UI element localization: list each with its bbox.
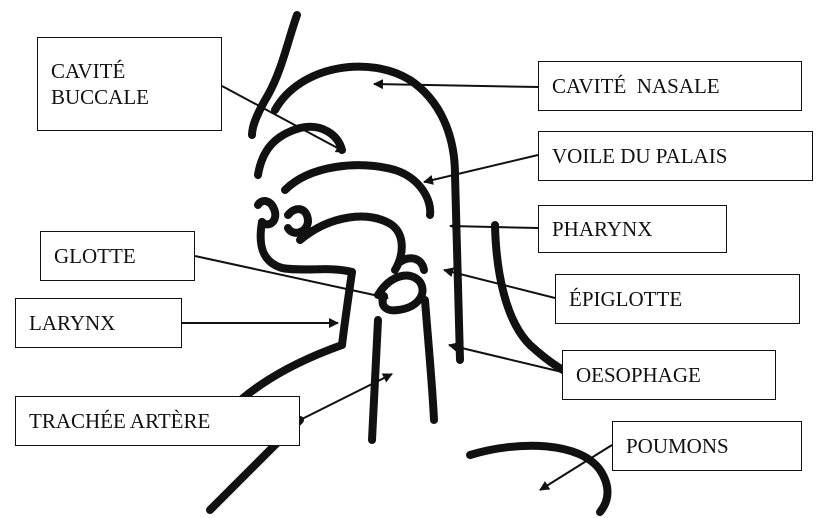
label-glotte: GLOTTE — [40, 231, 195, 281]
pharynx-wall — [455, 175, 460, 360]
trachea-right — [425, 300, 434, 420]
pointer-glotte — [195, 256, 388, 298]
label-poumons: POUMONS — [612, 421, 802, 471]
label-voile-du-palais: VOILE DU PALAIS — [538, 131, 813, 181]
upper-palate — [285, 165, 430, 215]
label-cavite-buccale-line2: BUCCALE — [51, 84, 149, 110]
tongue-outline — [300, 217, 402, 270]
label-cavite-nasale: CAVITÉ NASALE — [538, 61, 802, 111]
skull-outline — [252, 15, 297, 135]
label-cavite-buccale: CAVITÉ BUCCALE — [37, 37, 222, 131]
right-lung — [470, 446, 608, 512]
pointer-voile-du-palais — [424, 155, 538, 182]
pointer-cavite-nasale — [374, 84, 538, 87]
label-epiglotte: ÉPIGLOTTE — [555, 274, 800, 324]
lower-lip — [288, 209, 308, 233]
label-pharynx: PHARYNX — [538, 205, 727, 253]
epiglottis-curve — [400, 258, 424, 270]
pointer-trachee-artere — [300, 374, 392, 420]
label-cavite-buccale-line1: CAVITÉ — [51, 58, 125, 84]
larynx-front — [342, 272, 352, 345]
nasal-cavity-arch — [275, 67, 455, 175]
label-oesophage: OESOPHAGE — [562, 350, 776, 400]
label-trachee-artere: TRACHÉE ARTÈRE — [15, 396, 300, 446]
label-larynx: LARYNX — [15, 298, 182, 348]
trachea-left — [372, 320, 378, 440]
glottis-loop — [378, 276, 423, 311]
pointer-pharynx — [450, 226, 538, 228]
